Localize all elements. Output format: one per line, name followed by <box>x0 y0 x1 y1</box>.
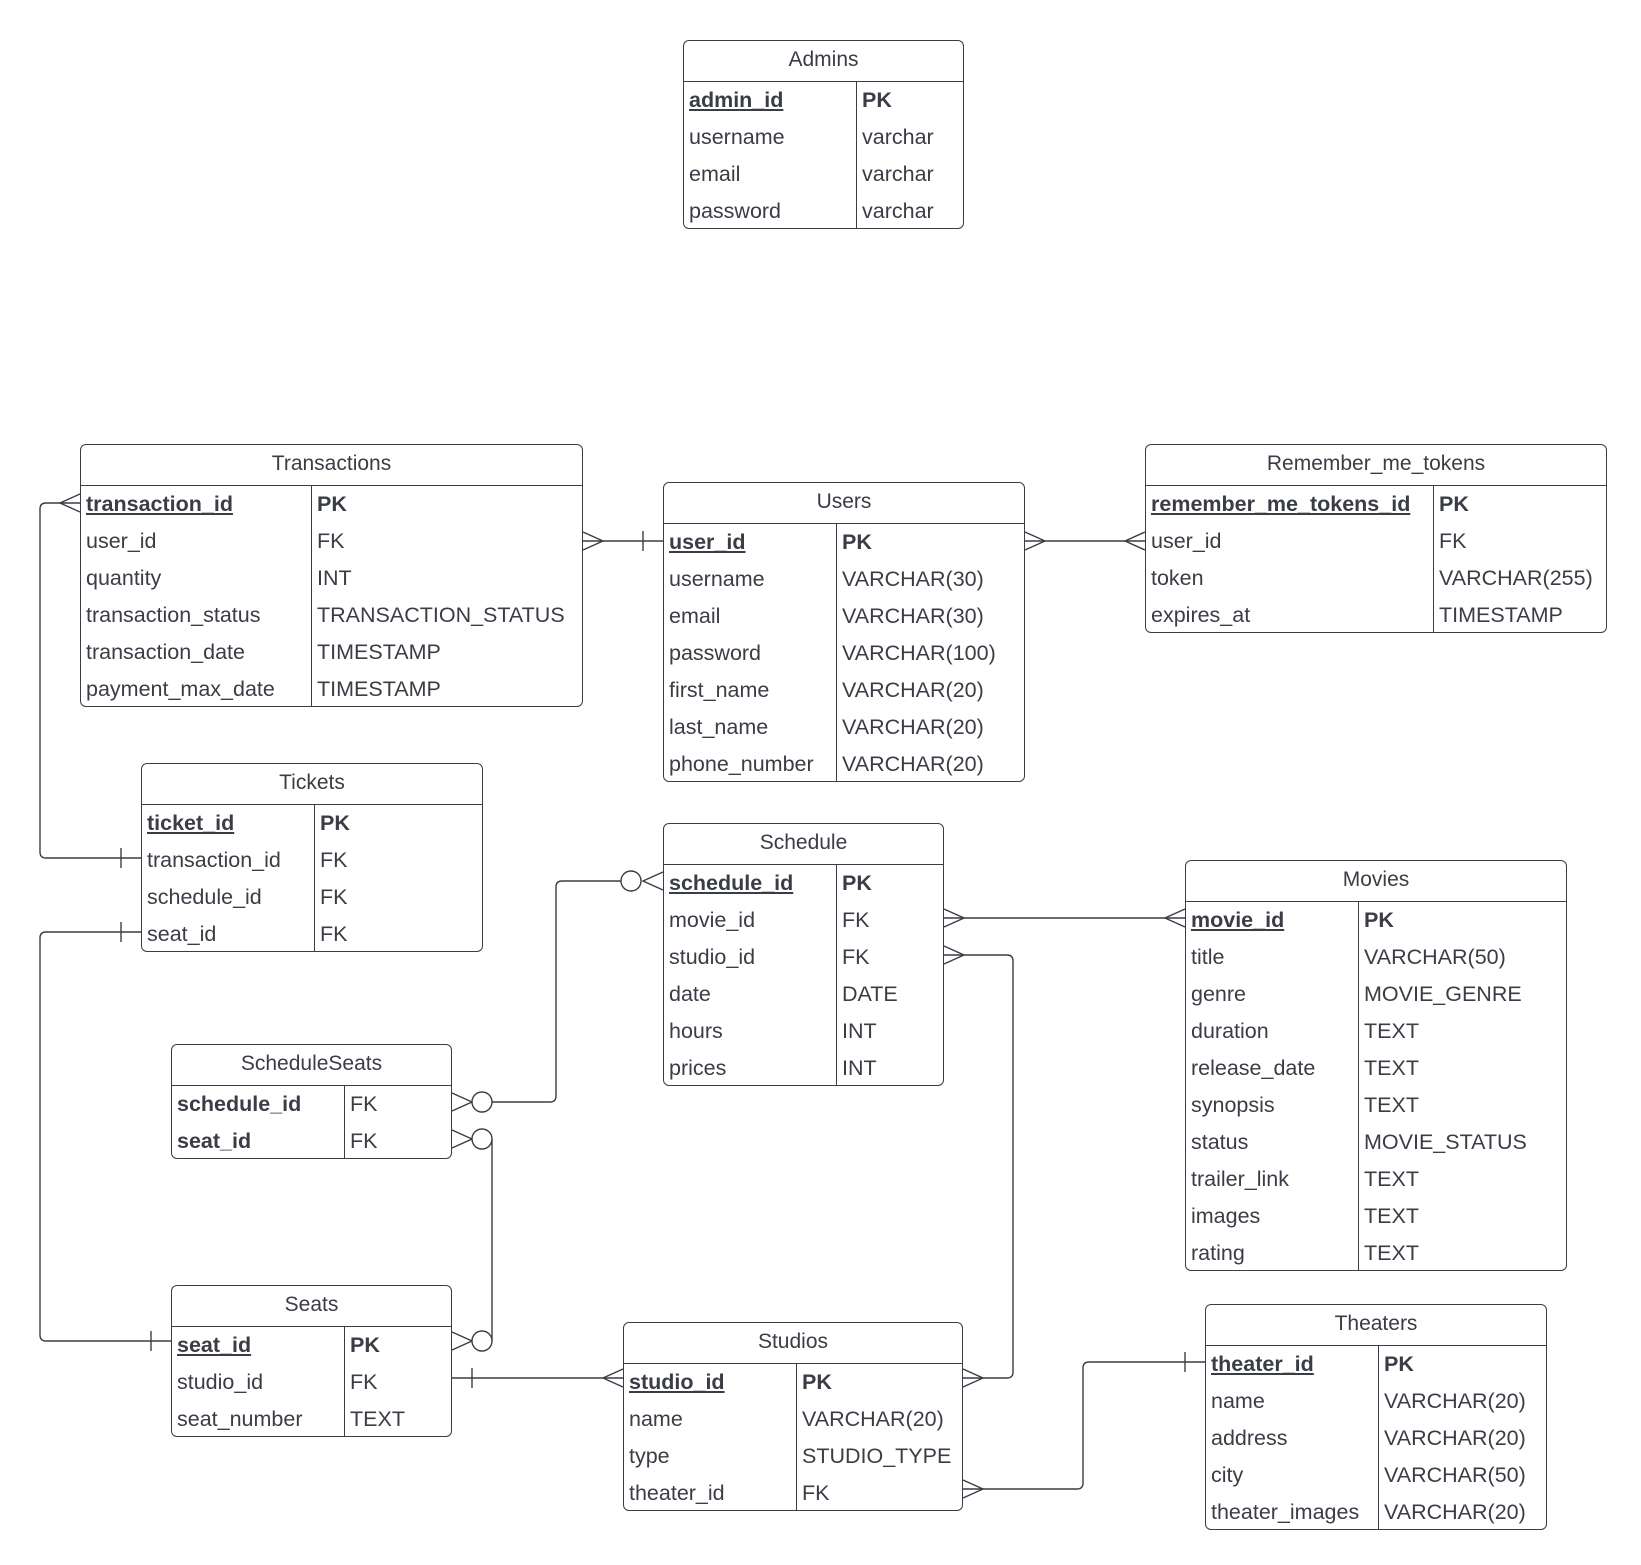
rel-schedule-studios <box>943 945 1014 1388</box>
rel-tickets-seats <box>39 922 171 1351</box>
rel-users-remember-me-tokens <box>1024 531 1146 551</box>
rel-studios-theaters <box>962 1352 1205 1499</box>
entity-title: Users <box>664 483 1024 524</box>
entity-title: Admins <box>684 41 963 82</box>
rel-scheduleseats-seats <box>451 1128 493 1352</box>
entity-title: Movies <box>1186 861 1566 902</box>
rel-scheduleseats-schedule <box>451 870 664 1113</box>
entity-title: ScheduleSeats <box>172 1045 451 1086</box>
entity-title: Studios <box>624 1323 962 1364</box>
rel-seats-studios <box>452 1368 624 1388</box>
entity-title: Schedule <box>664 824 943 865</box>
rel-transactions-users <box>582 531 663 551</box>
entity-title: Transactions <box>81 445 582 486</box>
entity-title: Seats <box>172 1286 451 1327</box>
rel-schedule-movies <box>943 908 1186 928</box>
entity-title: Tickets <box>142 764 482 805</box>
entity-title: Theaters <box>1206 1305 1546 1346</box>
entity-remember-me-tokens[interactable]: Remember_me_tokens remember_me_tokens_id… <box>1145 444 1607 633</box>
entity-title: Remember_me_tokens <box>1146 445 1606 486</box>
